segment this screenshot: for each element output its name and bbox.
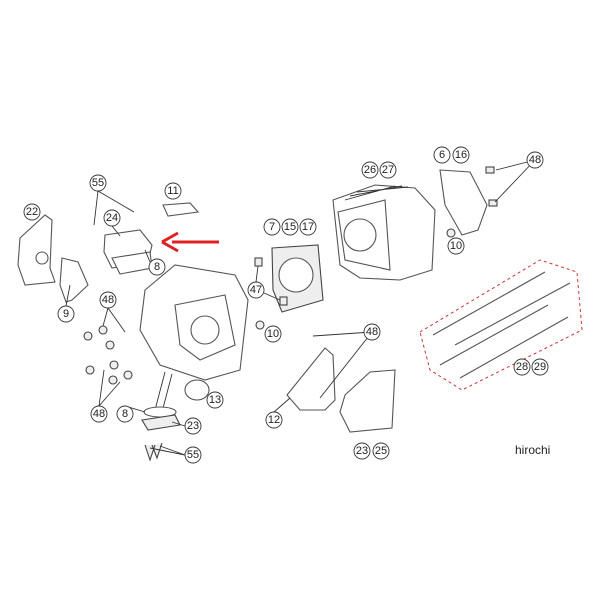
callout-9: 9 — [57, 305, 75, 323]
svg-text:48: 48 — [529, 154, 541, 166]
svg-text:13: 13 — [209, 394, 221, 406]
callout-28: 28 — [513, 358, 531, 376]
svg-text:6: 6 — [439, 149, 445, 161]
valve-cover-24 — [103, 229, 153, 275]
svg-text:48: 48 — [366, 326, 378, 338]
callout-48c: 48 — [363, 323, 381, 341]
svg-text:55: 55 — [92, 177, 104, 189]
washer-10b — [446, 228, 456, 238]
callout-16: 16 — [452, 146, 470, 164]
svg-text:48: 48 — [93, 408, 105, 420]
highlight-arrow — [161, 231, 219, 253]
callout-26: 26 — [361, 161, 379, 179]
svg-text:9: 9 — [63, 308, 69, 320]
svg-text:10: 10 — [450, 240, 462, 252]
callout-47: 47 — [247, 281, 265, 299]
callout-25: 25 — [372, 442, 390, 460]
svg-text:27: 27 — [382, 164, 394, 176]
svg-text:17: 17 — [302, 221, 314, 233]
svg-text:10: 10 — [267, 328, 279, 340]
cover-23-25 — [339, 369, 396, 433]
cylinder-26 — [332, 184, 436, 281]
dowel-48a — [485, 166, 495, 174]
callout-13: 13 — [206, 391, 224, 409]
callout-8: 8 — [148, 258, 166, 276]
side-cover-22 — [17, 214, 56, 286]
svg-text:25: 25 — [375, 445, 387, 457]
svg-text:48: 48 — [102, 294, 114, 306]
head-gasket-7 — [254, 244, 324, 313]
callout-27: 27 — [379, 161, 397, 179]
svg-text:16: 16 — [455, 149, 467, 161]
callout-29: 29 — [531, 358, 549, 376]
callout-17: 17 — [299, 218, 317, 236]
callout-6: 6 — [433, 146, 451, 164]
svg-text:23: 23 — [356, 445, 368, 457]
svg-text:55: 55 — [187, 449, 199, 461]
callout-12: 12 — [265, 411, 283, 429]
svg-text:26: 26 — [364, 164, 376, 176]
svg-text:29: 29 — [534, 361, 546, 373]
stud-set-28-29 — [419, 259, 583, 391]
callout-22: 22 — [23, 203, 41, 221]
callout-48d: 48 — [90, 405, 108, 423]
callout-55b: 55 — [184, 446, 202, 464]
svg-text:8: 8 — [122, 408, 128, 420]
svg-text:22: 22 — [26, 206, 38, 218]
o-ring-13 — [184, 379, 210, 401]
svg-text:8: 8 — [154, 261, 160, 273]
svg-text:12: 12 — [268, 414, 280, 426]
svg-text:7: 7 — [269, 221, 275, 233]
dowel-48b — [488, 199, 498, 207]
gasket-9 — [59, 257, 89, 303]
callout-7: 7 — [263, 218, 281, 236]
lower-cover-23 — [141, 371, 181, 462]
svg-text:47: 47 — [250, 284, 262, 296]
callout-48b: 48 — [526, 151, 544, 169]
washer-10 — [255, 320, 265, 330]
svg-text:23: 23 — [187, 420, 199, 432]
callout-10: 10 — [264, 325, 282, 343]
callout-15: 15 — [281, 218, 299, 236]
gasket-6 — [439, 169, 488, 236]
nuts-48 — [83, 325, 133, 385]
svg-text:24: 24 — [106, 212, 118, 224]
callout-23b: 23 — [184, 417, 202, 435]
callout-23: 23 — [353, 442, 371, 460]
callout-10b: 10 — [447, 237, 465, 255]
callout-55: 55 — [89, 174, 107, 192]
callout-11: 11 — [164, 182, 182, 200]
gasket-11 — [162, 202, 200, 217]
svg-text:28: 28 — [516, 361, 528, 373]
callout-8b: 8 — [116, 405, 134, 423]
cylinder-head — [139, 264, 249, 381]
callout-24: 24 — [103, 209, 121, 227]
gasket-12 — [286, 347, 336, 411]
watermark: hirochi — [515, 443, 550, 457]
callout-48: 48 — [99, 291, 117, 309]
svg-text:15: 15 — [284, 221, 296, 233]
svg-text:11: 11 — [167, 185, 178, 197]
